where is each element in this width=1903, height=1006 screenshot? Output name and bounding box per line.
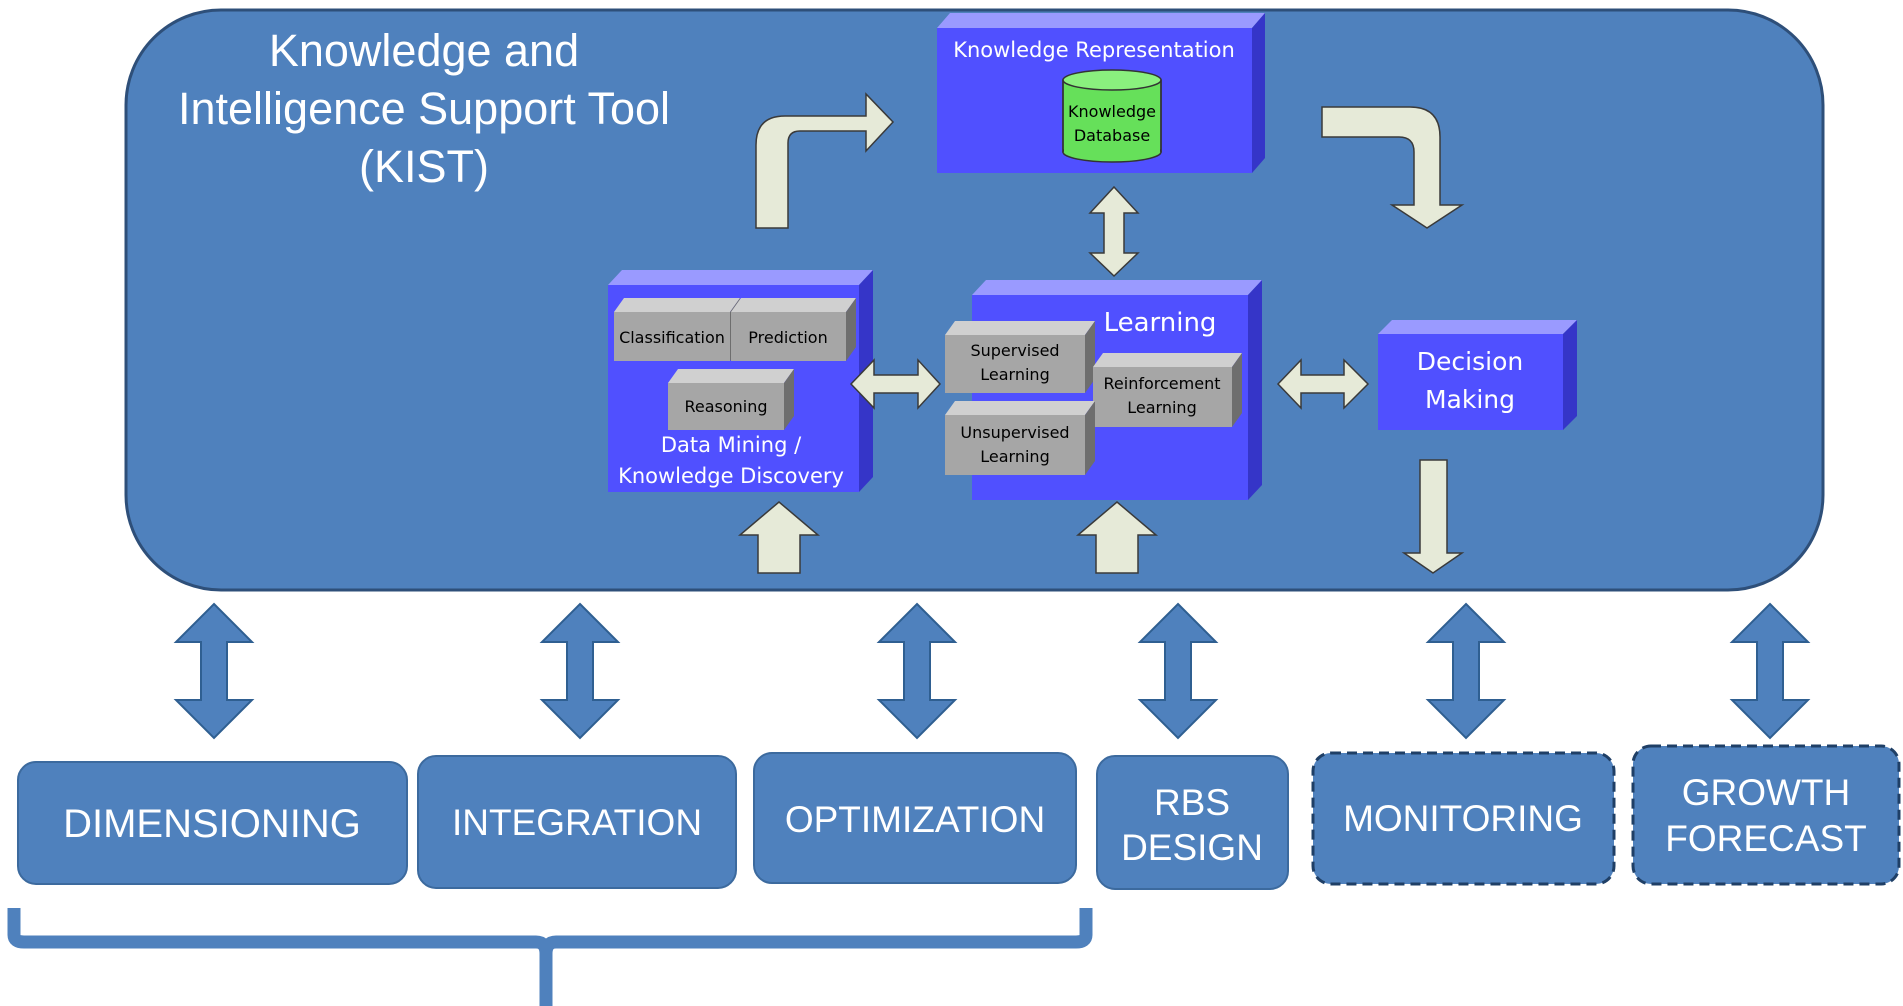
learning-title: Learning — [1104, 308, 1217, 338]
reinforcement-line2: Learning — [1127, 398, 1196, 417]
rbs-line2: DESIGN — [1121, 827, 1263, 868]
decision-making-block: Decision Making — [1378, 320, 1577, 430]
optimization-label: OPTIMIZATION — [785, 799, 1045, 840]
data-mining-block: Classification Prediction Reasoning Data… — [608, 270, 873, 492]
data-mining-label-line2: Knowledge Discovery — [618, 464, 844, 488]
learning-block: Learning Supervised Learning Reinforceme… — [945, 280, 1262, 500]
unsupervised-learning-block: Unsupervised Learning — [945, 401, 1095, 475]
classification-label: Classification — [619, 328, 725, 347]
module-boxes: DIMENSIONING INTEGRATION OPTIMIZATION RB… — [17, 744, 1901, 890]
reinforcement-line1: Reinforcement — [1104, 374, 1221, 393]
module-dimensioning: DIMENSIONING — [17, 761, 408, 885]
double-arrow-integration — [539, 602, 621, 740]
double-arrow-monitoring — [1425, 602, 1507, 740]
double-arrow-optimization — [876, 602, 958, 740]
bent-arrow-right-down — [1321, 106, 1465, 229]
decision-making-line1: Decision — [1417, 347, 1523, 376]
decision-making-line2: Making — [1425, 385, 1515, 414]
internal-arrows — [737, 92, 1465, 574]
prediction-block: Prediction — [731, 298, 856, 361]
prediction-label: Prediction — [748, 328, 827, 347]
down-arrow-decision — [1401, 459, 1465, 574]
growth-line1: GROWTH — [1682, 772, 1851, 813]
classification-block: Classification — [614, 298, 740, 361]
module-integration: INTEGRATION — [417, 755, 737, 889]
knowledge-representation-label: Knowledge Representation — [953, 38, 1235, 62]
reinforcement-learning-block: Reinforcement Learning — [1093, 353, 1242, 427]
knowledge-database-line2: Database — [1074, 126, 1150, 145]
kist-title: Knowledge and Intelligence Support Tool … — [178, 25, 670, 192]
supervised-line1: Supervised — [970, 341, 1059, 360]
bent-arrow-up-right — [755, 92, 895, 229]
double-arrow-learning-dm — [1276, 358, 1370, 410]
kist-title-line2: Intelligence Support Tool — [178, 83, 670, 134]
growth-line2: FORECAST — [1665, 818, 1866, 859]
module-connection-arrows — [173, 602, 1811, 740]
integration-label: INTEGRATION — [452, 802, 702, 843]
database-icon — [1062, 69, 1162, 163]
reasoning-block: Reasoning — [668, 369, 794, 430]
module-rbs-design: RBS DESIGN — [1096, 755, 1289, 890]
module-growth-forecast: GROWTH FORECAST — [1631, 744, 1901, 886]
supervised-line2: Learning — [980, 365, 1049, 384]
double-arrow-dm-learning — [849, 358, 942, 410]
up-arrow-data-mining — [737, 501, 821, 574]
double-arrow-growth-forecast — [1729, 602, 1811, 740]
double-arrow-kr-learning — [1088, 185, 1140, 278]
rbs-line1: RBS — [1154, 782, 1230, 823]
unsupervised-line1: Unsupervised — [960, 423, 1069, 442]
double-arrow-dimensioning — [173, 602, 255, 740]
module-monitoring: MONITORING — [1311, 751, 1616, 886]
kist-title-line1: Knowledge and — [269, 25, 579, 76]
module-optimization: OPTIMIZATION — [753, 752, 1077, 884]
dimensioning-label: DIMENSIONING — [63, 802, 361, 846]
reasoning-label: Reasoning — [684, 397, 767, 416]
knowledge-representation-block: Knowledge Representation Knowledge Datab… — [937, 13, 1265, 173]
up-arrow-learning — [1075, 501, 1159, 574]
supervised-learning-block: Supervised Learning — [945, 321, 1095, 393]
knowledge-database-line1: Knowledge — [1068, 102, 1156, 121]
data-mining-label-line1: Data Mining / — [661, 433, 802, 457]
double-arrow-rbs-design — [1137, 602, 1219, 740]
kist-title-line3: (KIST) — [359, 141, 489, 192]
monitoring-label: MONITORING — [1343, 798, 1583, 839]
grouping-bracket — [7, 908, 1093, 1006]
unsupervised-line2: Learning — [980, 447, 1049, 466]
